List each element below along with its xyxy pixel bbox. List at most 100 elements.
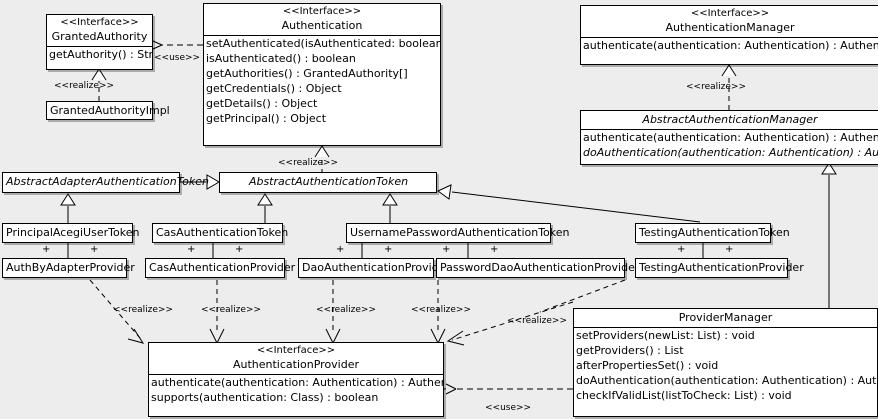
operation-row: getAuthorities() : GrantedAuthority[] xyxy=(206,67,408,80)
class-header: <<Interface>> AuthenticationProvider xyxy=(149,343,443,374)
operation-row: afterPropertiesSet() : void xyxy=(576,359,719,372)
operation-row: getProviders() : List xyxy=(576,344,684,357)
class-box-username-password-authentication-token[interactable]: UsernamePasswordAuthenticationToken xyxy=(346,223,570,243)
class-name: PasswordDaoAuthenticationProvider xyxy=(440,261,640,274)
assoc-plus-marker: + xyxy=(187,244,196,255)
operation-row: supports(authentication: Class) : boolea… xyxy=(151,391,379,404)
edge-generalize-testingauthenticationtoken xyxy=(437,184,701,223)
assoc-plus-marker: + xyxy=(384,244,393,255)
operations-compartment: authenticate(authentication: Authenticat… xyxy=(581,130,878,160)
operations-compartment: authenticate(authentication: Authenticat… xyxy=(581,38,878,53)
compartment-divider xyxy=(574,327,877,328)
operation-row: authenticate(authentication: Authenticat… xyxy=(583,131,878,144)
class-box-password-dao-authentication-provider[interactable]: PasswordDaoAuthenticationProvider xyxy=(436,258,640,278)
class-name: AbstractAuthenticationToken xyxy=(248,175,409,188)
class-box-granted-authority[interactable]: <<Interface>> GrantedAuthority getAuthor… xyxy=(46,14,153,70)
edge-label-use-providermanager: <<use>> xyxy=(485,403,532,413)
assoc-plus-marker: + xyxy=(490,244,499,255)
compartment-divider xyxy=(47,46,152,47)
operation-row: setProviders(newList: List) : void xyxy=(576,329,755,342)
class-box-dao-authentication-provider[interactable]: DaoAuthenticationProvider xyxy=(298,258,450,278)
class-box-provider-manager[interactable]: ProviderManager setProviders(newList: Li… xyxy=(573,308,878,417)
edge-use-providermanager-to-authenticationprovider xyxy=(443,383,573,395)
operation-row: getDetails() : Object xyxy=(206,97,318,110)
class-name: DaoAuthenticationProvider xyxy=(302,261,450,274)
class-stereotype: <<Interface>> xyxy=(256,345,336,356)
class-stereotype: <<Interface>> xyxy=(282,6,362,17)
class-name: CasAuthenticationToken xyxy=(156,226,289,239)
edge-label-realize-authbyadapterprovider: <<realize>> xyxy=(113,305,173,315)
class-box-abstract-authentication-token[interactable]: AbstractAuthenticationToken xyxy=(219,172,437,193)
edge-label-realize-daoauthenticationprovider: <<realize>> xyxy=(316,305,376,315)
operation-row: isAuthenticated() : boolean xyxy=(206,52,356,65)
operations-compartment: setProviders(newList: List) : void getPr… xyxy=(574,328,877,403)
operations-compartment: getAuthority() : String xyxy=(47,47,152,62)
class-name: TestingAuthenticationProvider xyxy=(639,261,804,274)
assoc-plus-marker: + xyxy=(442,244,451,255)
operation-row: authenticate(authentication: Authenticat… xyxy=(583,39,878,52)
class-box-authentication[interactable]: <<Interface>> Authentication setAuthenti… xyxy=(203,3,441,146)
class-name: ProviderManager xyxy=(678,311,773,324)
edge-generalize-providermanager-to-abstractauthenticationmanager xyxy=(821,162,837,308)
edge-label-realize-passworddaoauthenticationprovider: <<realize>> xyxy=(411,305,471,315)
compartment-divider xyxy=(149,374,443,375)
assoc-plus-marker: + xyxy=(235,244,244,255)
class-box-granted-authority-impl[interactable]: GrantedAuthorityImpl xyxy=(46,101,170,120)
class-box-authentication-manager[interactable]: <<Interface>> AuthenticationManager auth… xyxy=(580,5,878,65)
class-box-principal-acegi-user-token[interactable]: PrincipalAcegiUserToken xyxy=(2,223,140,243)
edge-label-realize-grantedauthorityimpl: <<realize>> xyxy=(54,81,114,91)
class-box-cas-authentication-provider[interactable]: CasAuthenticationProvider xyxy=(145,258,296,278)
operations-compartment: authenticate(authentication: Authenticat… xyxy=(149,375,443,405)
operations-compartment: setAuthenticated(isAuthenticated: boolea… xyxy=(204,36,440,126)
edge-label-realize-casauthenticationprovider: <<realize>> xyxy=(201,305,261,315)
operation-row: doAuthentication(authentication: Authent… xyxy=(583,146,878,159)
class-name: AuthByAdapterProvider xyxy=(6,261,135,274)
class-box-testing-authentication-token[interactable]: TestingAuthenticationToken xyxy=(635,223,790,243)
class-name: AbstractAdapterAuthenticationToken xyxy=(6,175,209,188)
assoc-plus-marker: + xyxy=(42,244,51,255)
edge-label-realize-abstractauthenticationtoken: <<realize>> xyxy=(278,158,338,168)
class-box-cas-authentication-token[interactable]: CasAuthenticationToken xyxy=(152,223,289,243)
class-name: TestingAuthenticationToken xyxy=(639,226,790,239)
class-name: AuthenticationManager xyxy=(665,21,795,34)
class-header: <<Interface>> GrantedAuthority xyxy=(47,15,152,46)
class-box-authentication-provider[interactable]: <<Interface>> AuthenticationProvider aut… xyxy=(148,342,444,417)
class-header: <<Interface>> Authentication xyxy=(204,4,440,35)
operation-row: doAuthentication(authentication: Authent… xyxy=(576,374,877,387)
assoc-plus-marker: + xyxy=(336,244,345,255)
class-box-testing-authentication-provider[interactable]: TestingAuthenticationProvider xyxy=(635,258,804,278)
operation-row: checkIfValidList(listToCheck: List) : vo… xyxy=(576,389,792,402)
class-stereotype: <<Interface>> xyxy=(690,8,770,19)
class-box-auth-by-adapter-provider[interactable]: AuthByAdapterProvider xyxy=(2,258,135,278)
class-header: <<Interface>> AuthenticationManager xyxy=(581,6,878,37)
operation-row: getPrincipal() : Object xyxy=(206,112,327,125)
class-stereotype: <<Interface>> xyxy=(60,17,139,28)
assoc-plus-marker: + xyxy=(677,244,686,255)
class-name: CasAuthenticationProvider xyxy=(149,261,296,274)
class-name: Authentication xyxy=(281,19,363,32)
class-header: AbstractAuthenticationManager xyxy=(581,111,878,129)
assoc-plus-marker: + xyxy=(90,244,99,255)
class-header: ProviderManager xyxy=(574,309,877,327)
compartment-divider xyxy=(581,37,878,38)
class-name: UsernamePasswordAuthenticationToken xyxy=(350,226,570,239)
compartment-divider xyxy=(581,129,878,130)
class-name: PrincipalAcegiUserToken xyxy=(6,226,140,239)
edge-label-realize-providermanager: <<realize>> xyxy=(507,316,567,326)
edge-label-realize-abstractauthenticationmanager: <<realize>> xyxy=(686,82,746,92)
class-name: AbstractAuthenticationManager xyxy=(642,113,818,126)
compartment-divider xyxy=(204,35,440,36)
class-box-abstract-authentication-manager[interactable]: AbstractAuthenticationManager authentica… xyxy=(580,110,878,165)
edge-generalize-casauthenticationtoken xyxy=(257,193,273,223)
edge-generalize-usernamepasswordauthenticationtoken xyxy=(382,193,398,223)
operation-row: setAuthenticated(isAuthenticated: boolea… xyxy=(206,37,440,50)
class-name: GrantedAuthorityImpl xyxy=(50,104,170,117)
operation-row: getCredentials() : Object xyxy=(206,82,342,95)
operation-row: getAuthority() : String xyxy=(49,48,152,61)
assoc-plus-marker: + xyxy=(725,244,734,255)
class-name: AuthenticationProvider xyxy=(232,358,360,371)
edge-generalize-principalacegiusertoken xyxy=(60,193,76,223)
class-box-abstract-adapter-authentication-token[interactable]: AbstractAdapterAuthenticationToken xyxy=(2,172,209,193)
class-name: GrantedAuthority xyxy=(51,30,148,43)
